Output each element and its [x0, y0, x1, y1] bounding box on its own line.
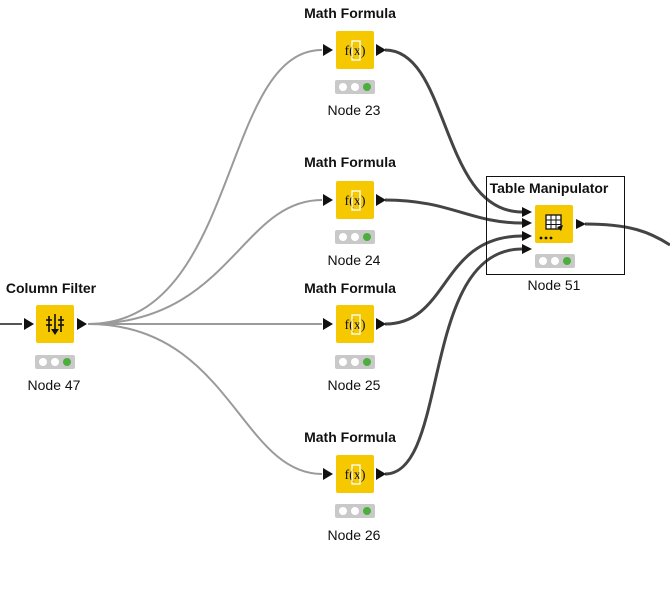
- math-formula-icon: f(x): [345, 40, 366, 61]
- output-port-26[interactable]: [376, 468, 386, 480]
- node-math-formula-25[interactable]: f(x): [336, 305, 374, 343]
- connection-47-24[interactable]: [87, 199, 323, 325]
- input-port-25[interactable]: [323, 318, 333, 330]
- node-title-math-23: Math Formula: [304, 5, 396, 21]
- node-status-23: [335, 80, 375, 94]
- svg-text:f(x): f(x): [345, 44, 366, 59]
- node-math-formula-24[interactable]: f(x): [336, 181, 374, 219]
- connection-out-51[interactable]: [584, 222, 670, 247]
- math-formula-icon: f(x): [345, 464, 366, 485]
- column-filter-icon: [46, 314, 64, 335]
- table-manipulator-icon: [539, 214, 563, 240]
- output-port-23[interactable]: [376, 44, 386, 56]
- node-status-25: [335, 355, 375, 369]
- node-title-column-filter: Column Filter: [5, 280, 97, 296]
- input-port-51-4[interactable]: [522, 244, 532, 254]
- node-label-24[interactable]: Node 24: [327, 252, 381, 268]
- connection-25-51[interactable]: [384, 234, 523, 326]
- svg-text:f(x): f(x): [345, 194, 366, 209]
- input-port-23[interactable]: [323, 44, 333, 56]
- node-table-manipulator[interactable]: [535, 205, 573, 243]
- output-port-24[interactable]: [376, 194, 386, 206]
- input-port-24[interactable]: [323, 194, 333, 206]
- node-status-26: [335, 504, 375, 518]
- math-formula-icon: f(x): [345, 314, 366, 335]
- node-column-filter[interactable]: [36, 305, 74, 343]
- node-label-25[interactable]: Node 25: [327, 377, 381, 393]
- node-title-math-25: Math Formula: [304, 280, 396, 296]
- node-title-math-26: Math Formula: [304, 429, 396, 445]
- connection-23-51[interactable]: [384, 48, 523, 214]
- svg-text:f(x): f(x): [345, 468, 366, 483]
- connection-24-51[interactable]: [384, 198, 523, 225]
- node-label-51[interactable]: Node 51: [527, 277, 581, 293]
- node-title-table-manipulator: Table Manipulator: [489, 180, 609, 196]
- svg-text:f(x): f(x): [345, 318, 366, 333]
- node-status-51: [535, 254, 575, 268]
- selection-frame: [486, 176, 625, 275]
- input-port-51-3[interactable]: [522, 231, 532, 241]
- math-formula-icon: f(x): [345, 190, 366, 211]
- output-port-25[interactable]: [376, 318, 386, 330]
- input-port-51-2[interactable]: [522, 218, 532, 228]
- input-port-26[interactable]: [323, 468, 333, 480]
- node-title-math-24: Math Formula: [304, 154, 396, 170]
- input-port-51-1[interactable]: [522, 207, 532, 217]
- output-port-51[interactable]: [576, 219, 586, 229]
- connection-47-23[interactable]: [87, 49, 323, 325]
- output-port-47[interactable]: [77, 318, 87, 330]
- node-status-47: [35, 355, 75, 369]
- node-math-formula-23[interactable]: f(x): [336, 31, 374, 69]
- connection-26-51[interactable]: [384, 247, 523, 476]
- node-label-47[interactable]: Node 47: [27, 377, 81, 393]
- node-label-26[interactable]: Node 26: [327, 527, 381, 543]
- connection-47-26[interactable]: [87, 323, 323, 475]
- node-label-23[interactable]: Node 23: [327, 102, 381, 118]
- node-math-formula-26[interactable]: f(x): [336, 455, 374, 493]
- input-port-47[interactable]: [24, 318, 34, 330]
- node-status-24: [335, 230, 375, 244]
